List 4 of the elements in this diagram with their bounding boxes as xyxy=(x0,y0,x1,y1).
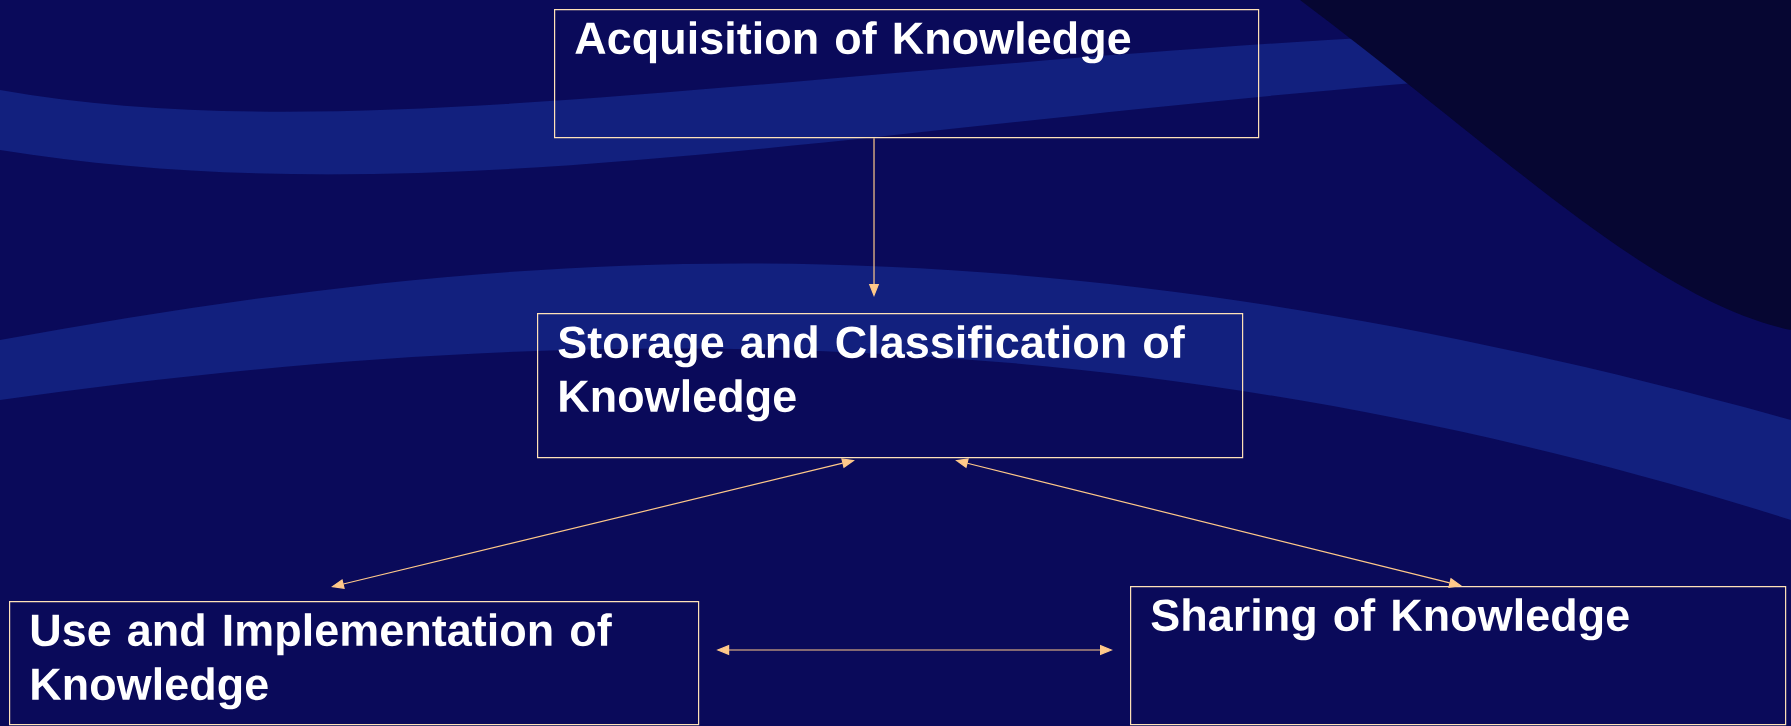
process-box: Use and Implementation of Knowledge xyxy=(9,601,700,726)
process-box: Sharing of Knowledge xyxy=(1130,586,1787,726)
process-box: Acquisition of Knowledge xyxy=(554,9,1260,139)
process-box: Storage and Classification of Knowledge xyxy=(537,313,1244,459)
